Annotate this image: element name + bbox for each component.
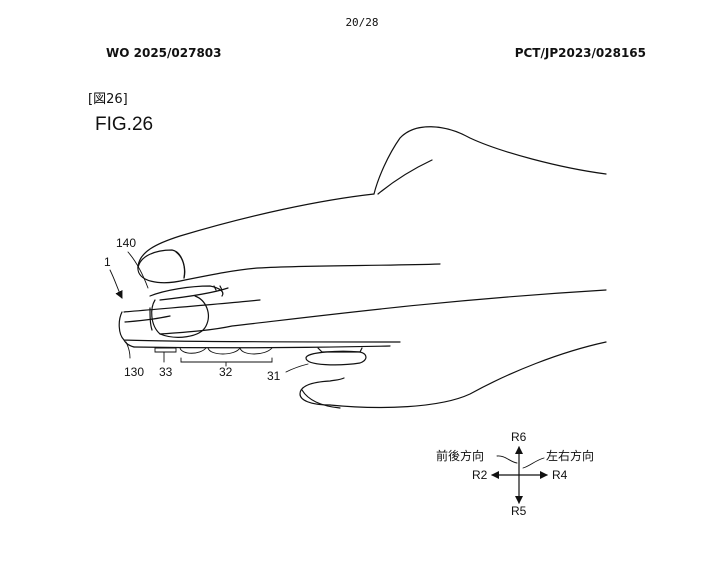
controller-device (118, 285, 401, 366)
ref-label-button-row: 32 (219, 365, 233, 379)
figure-title: FIG.26 (95, 114, 154, 135)
left-right-direction-label: 左右方向 (546, 448, 594, 463)
ref-label-upper-part: 140 (116, 236, 136, 250)
page-number: 20/28 (345, 16, 379, 29)
direction-r5: R5 (511, 504, 527, 518)
hand-illustration (137, 126, 607, 409)
application-number: PCT/JP2023/028165 (514, 46, 646, 60)
direction-diagram: R6 R5 R2 R4 前後方向 左右方向 (436, 430, 594, 518)
ref-label-device: 1 (104, 255, 111, 269)
ref-label-small-buttons: 33 (159, 365, 173, 379)
front-back-direction-label: 前後方向 (436, 448, 484, 463)
figure-bracket-label: [図26] (88, 92, 128, 107)
direction-r6: R6 (511, 430, 527, 444)
reference-leaders (109, 251, 309, 373)
ref-label-stick: 31 (267, 369, 281, 383)
publication-number: WO 2025/027803 (106, 46, 222, 60)
ref-label-front-part: 130 (124, 365, 144, 379)
direction-r2: R2 (472, 468, 488, 482)
direction-r4: R4 (552, 468, 568, 482)
